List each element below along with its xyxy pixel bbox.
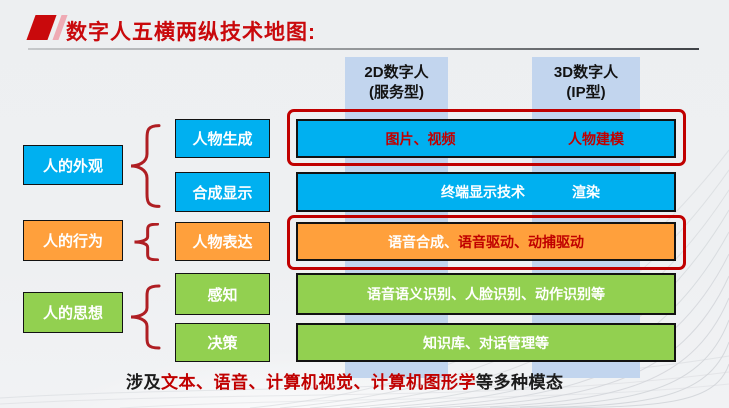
bar3-red-text: 语音驱动、动捕驱动 — [458, 233, 584, 250]
page-title: 数字人五横两纵技术地图: — [66, 21, 316, 44]
row-label-character-expression: 人物表达 — [175, 222, 270, 261]
bar-perception: 语音语义识别、人脸识别、动作识别等 — [296, 273, 676, 315]
bar3-white-text: 语音合成、 — [388, 233, 458, 250]
row-label-perception: 感知 — [175, 273, 270, 315]
curly-brace-icon-appearance — [128, 123, 162, 209]
title-divider — [28, 48, 699, 50]
column-header-2d-line1: 2D数字人 — [364, 64, 429, 81]
row-label-decision: 决策 — [175, 323, 270, 362]
row-label-character-generation: 人物生成 — [175, 119, 270, 158]
bar-decision: 知识库、对话管理等 — [296, 323, 676, 362]
bar-character-generation: 图片、视频 人物建模 — [296, 119, 676, 158]
bar-character-expression: 语音合成、语音驱动、动捕驱动 — [296, 222, 676, 261]
bar5-text: 知识库、对话管理等 — [423, 334, 549, 351]
caption-prefix: 涉及 — [126, 373, 161, 392]
bar1-left-text: 图片、视频 — [385, 130, 456, 147]
column-header-3d-line2: (IP型) — [566, 84, 606, 102]
bar1-right-text: 人物建模 — [568, 130, 624, 147]
curly-brace-icon-behavior — [132, 223, 160, 261]
group-box-appearance: 人的外观 — [23, 145, 123, 185]
column-header-2d-line2: (服务型) — [369, 84, 424, 102]
bar2-right-text: 渲染 — [572, 184, 600, 200]
highlight-frame-character-generation — [287, 109, 686, 166]
group-box-behavior: 人的行为 — [23, 220, 123, 261]
caption-suffix: 等多种模态 — [476, 373, 564, 392]
curly-brace-icon-mind — [128, 284, 162, 350]
highlight-frame-character-expression — [287, 215, 686, 270]
column-header-3d-line1: 3D数字人 — [553, 64, 619, 81]
bottom-caption: 涉及文本、语音、计算机视觉、计算机图形学等多种模态 — [126, 368, 564, 393]
bar-synthetic-display: 终端显示技术 渲染 — [296, 172, 676, 212]
group-box-mind: 人的思想 — [23, 292, 123, 333]
bar2-left-text: 终端显示技术 — [441, 184, 525, 200]
bar4-text: 语音语义识别、人脸识别、动作识别等 — [367, 286, 605, 302]
row-label-synthetic-display: 合成显示 — [175, 172, 270, 212]
caption-highlight: 文本、语音、计算机视觉、计算机图形学 — [161, 373, 476, 392]
